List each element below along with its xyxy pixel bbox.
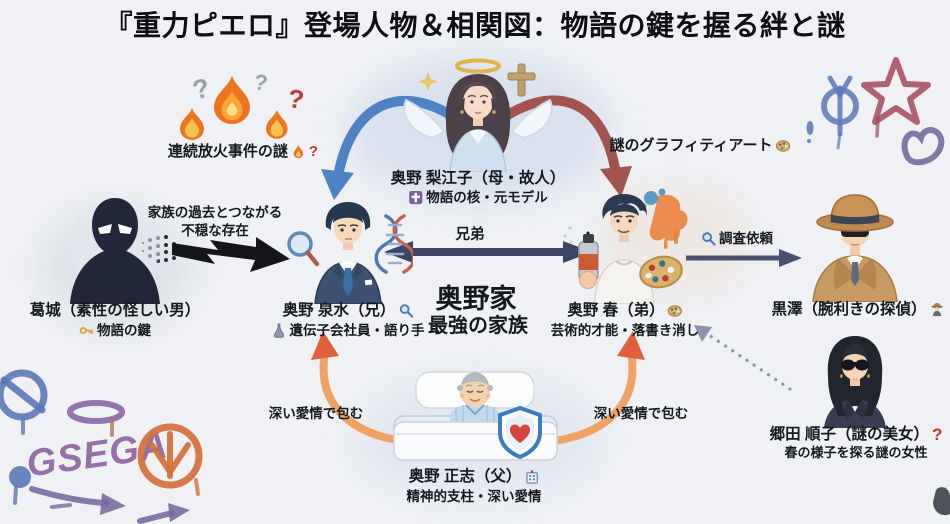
graffiti-mystery-text: 謎のグラフィティアート xyxy=(609,137,773,154)
katsuragi-role-text: 物語の鍵 xyxy=(97,323,151,338)
halo-icon xyxy=(455,58,501,74)
avatar-izumi xyxy=(287,202,413,304)
flask-icon xyxy=(273,323,285,338)
hospital-icon xyxy=(526,470,538,485)
arc-mother-to-haru xyxy=(501,95,632,197)
key-icon xyxy=(79,327,94,335)
cross-badge-icon xyxy=(409,191,423,205)
family-name: 奥野家 xyxy=(435,284,517,314)
avatar-rieko-angel xyxy=(403,58,553,172)
graffiti-top-right xyxy=(806,57,945,166)
page-title: 『重力ピエロ』登場人物＆相関図：物語の鍵を握る絆と謎 xyxy=(104,10,846,41)
haru-role: 芸術的才能・落書き消し xyxy=(550,323,700,338)
wing-icon xyxy=(510,98,553,140)
arson-text: 連続放火事件の謎 xyxy=(167,143,288,160)
flame-icon xyxy=(293,145,304,159)
masashi-name: 奥野 正志（父） xyxy=(409,468,540,486)
rieko-role: 物語の核・元モデル xyxy=(408,190,548,206)
katsuragi-relation-line1: 家族の過去とつながる xyxy=(147,205,283,220)
paint-splash xyxy=(641,188,688,249)
arson-fire-icons xyxy=(180,76,288,140)
spray-can-icon xyxy=(563,226,599,289)
magnifier-icon xyxy=(702,232,716,246)
masashi-role: 精神的支柱・深い愛情 xyxy=(406,489,542,504)
relation-brothers-label: 兄弟 xyxy=(455,227,485,243)
masashi-name-text: 奥野 正志（父） xyxy=(408,468,522,485)
izumi-name: 奥野 泉水（兄） xyxy=(283,302,414,320)
relation-graffiti-label: 謎のグラフィティアート xyxy=(610,137,791,154)
katsuragi-relation-line2: 不穏な存在 xyxy=(181,223,249,238)
izumi-role: 遺伝子会社員・語り手 xyxy=(272,323,425,339)
junko-role: 春の様子を探る謎の女性 xyxy=(784,445,928,460)
avatar-kurosawa-detective xyxy=(812,194,898,302)
magnifier-icon xyxy=(287,231,320,267)
question-mark-icon: ? xyxy=(308,143,319,160)
kurosawa-name-text: 黒澤（腕利きの探偵） xyxy=(771,301,927,318)
avatar-katsuragi-silhouette xyxy=(69,198,161,304)
junko-name-text: 郷田 順子（謎の美女） xyxy=(769,425,929,443)
arrow-junko-dotted xyxy=(694,325,792,391)
avatar-masashi-bed xyxy=(393,371,558,461)
junko-name: 郷田 順子（謎の美女） ? xyxy=(770,425,943,445)
relation-investigation-label: 調査依頼 xyxy=(701,231,773,247)
arc-father-to-izumi xyxy=(311,331,416,446)
palette-icon xyxy=(639,255,683,289)
rieko-name: 奥野 梨江子（母・故人） xyxy=(390,170,566,187)
magnifier-icon xyxy=(399,304,414,319)
dna-icon xyxy=(374,214,413,274)
sunglasses-icon xyxy=(841,359,869,371)
avatar-junko xyxy=(824,336,886,428)
izumi-name-text: 奥野 泉水（兄） xyxy=(282,302,396,319)
kurosawa-name: 黒澤（腕利きの探偵） xyxy=(771,301,944,319)
graffiti-bottom-right xyxy=(933,487,950,516)
izumi-role-text: 遺伝子会社員・語り手 xyxy=(289,323,425,338)
flame-icon xyxy=(180,76,288,140)
sparkle-icon xyxy=(418,72,438,92)
katsuragi-role: 物語の鍵 xyxy=(79,323,151,339)
detective-icon xyxy=(931,303,943,317)
relation-love-left: 深い愛情で包む xyxy=(268,406,364,421)
avatar-haru xyxy=(563,188,688,304)
haru-name-text: 奥野 春（弟） xyxy=(567,302,665,319)
relation-love-right: 深い愛情で包む xyxy=(593,406,689,421)
arrow-investigation xyxy=(686,249,802,267)
wing-icon xyxy=(403,98,446,140)
arc-father-to-haru xyxy=(541,331,645,446)
fedora-icon xyxy=(816,194,894,232)
haru-name: 奥野 春（弟） xyxy=(567,302,683,320)
katsuragi-name: 葛城（素性の怪しい男） xyxy=(29,302,201,319)
shield-heart-icon xyxy=(498,405,542,460)
palette-icon xyxy=(668,305,683,318)
relation-arson-label: 連続放火事件の謎 ? xyxy=(168,143,318,160)
question-mark-icon: ? xyxy=(931,425,943,444)
rieko-role-text: 物語の核・元モデル xyxy=(426,190,548,205)
cross-icon xyxy=(507,63,536,97)
investigation-text: 調査依頼 xyxy=(719,231,773,246)
arc-mother-to-izumi xyxy=(321,95,457,200)
palette-icon xyxy=(775,140,791,152)
family-tagline: 最強の家族 xyxy=(428,315,528,337)
